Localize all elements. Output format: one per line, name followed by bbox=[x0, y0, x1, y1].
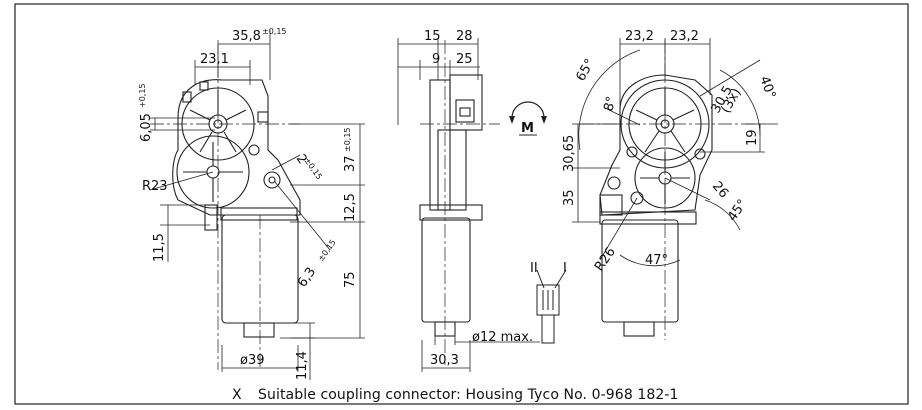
dim-23-1: 23,1 bbox=[200, 52, 229, 67]
dim-12-5: 12,5 bbox=[343, 193, 358, 222]
side-dim-lines bbox=[397, 38, 540, 372]
dim-28: 28 bbox=[456, 29, 473, 44]
dim-6-05: 6,05 bbox=[139, 113, 154, 142]
dim-23-2-left: 23,2 bbox=[625, 29, 654, 44]
dim-35: 35 bbox=[562, 189, 577, 206]
side-dim-text: 15 28 9 25 30,3 ø12 max. bbox=[424, 29, 533, 368]
dim-23-2-right: 23,2 bbox=[670, 29, 699, 44]
caption-marker: X bbox=[232, 387, 242, 403]
coupling-connector bbox=[536, 269, 567, 344]
dim-37-tol: ±0,15 bbox=[343, 127, 352, 152]
caption: X Suitable coupling connector: Housing Ty… bbox=[232, 387, 679, 403]
dim-25: 25 bbox=[456, 52, 473, 67]
dim-11-5: 11,5 bbox=[152, 233, 167, 262]
back-dim-lines bbox=[572, 38, 765, 267]
dim-6-05-tol: +0,15 bbox=[138, 83, 147, 108]
angle-40: 40° bbox=[756, 74, 778, 101]
front-dim-lines bbox=[149, 30, 365, 380]
back-view bbox=[580, 40, 780, 340]
angle-47: 47° bbox=[645, 253, 668, 268]
motor-label: M bbox=[521, 121, 534, 136]
dim-d39: ø39 bbox=[240, 353, 265, 368]
dim-35-8: 35,8 bbox=[232, 29, 261, 44]
dim-15: 15 bbox=[424, 29, 441, 44]
dim-19: 19 bbox=[745, 129, 760, 146]
side-view bbox=[419, 40, 500, 365]
dim-r26: R26 bbox=[592, 245, 619, 275]
dim-26: 26 bbox=[709, 179, 731, 201]
dim-d12-max: ø12 max. bbox=[472, 330, 533, 345]
dim-r23: R23 bbox=[142, 179, 168, 194]
dim-75: 75 bbox=[343, 271, 358, 288]
angle-45: 45° bbox=[725, 197, 751, 224]
motor-rotation-symbol: M bbox=[509, 101, 547, 136]
front-view bbox=[150, 40, 301, 370]
angle-8: 8° bbox=[601, 95, 619, 113]
connector-label-i: I bbox=[563, 261, 567, 276]
dim-35-8-tol: ±0,15 bbox=[262, 27, 287, 36]
caption-text: Suitable coupling connector: Housing Tyc… bbox=[258, 387, 679, 403]
dim-9: 9 bbox=[432, 52, 440, 67]
connector-label-ii: II bbox=[530, 261, 538, 276]
dim-6-3: 6,3 bbox=[295, 265, 319, 291]
dim-11-4: 11,4 bbox=[295, 351, 310, 380]
dim-30-3: 30,3 bbox=[430, 353, 459, 368]
dim-30-65: 30,65 bbox=[562, 135, 577, 172]
dim-37: 37 bbox=[343, 155, 358, 172]
dim-2-tol: ±0,15 bbox=[302, 156, 323, 181]
drawing-frame bbox=[14, 3, 909, 405]
angle-65: 65° bbox=[573, 57, 598, 84]
dim-6-3-tol: ±0,15 bbox=[316, 238, 337, 263]
